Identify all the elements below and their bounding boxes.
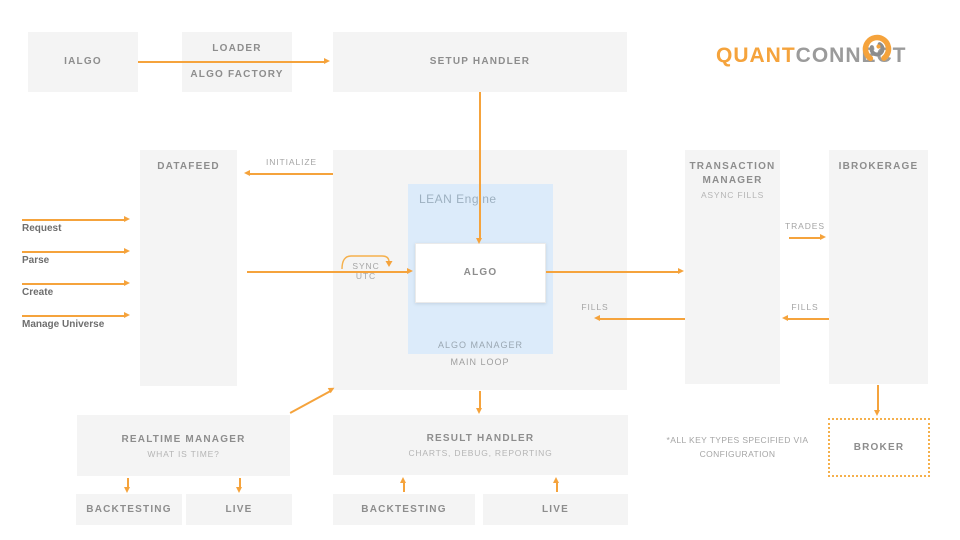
node-lean-engine-label: LEAN Engine <box>419 192 497 206</box>
arrow-parse-to-datafeed <box>22 248 130 254</box>
node-datafeed: DATAFEED <box>140 150 237 386</box>
quantconnect-swirl-icon <box>862 34 892 64</box>
node-datafeed-label: DATAFEED <box>157 161 220 172</box>
node-algo-label: ALGO <box>463 267 498 278</box>
arrow-realtime-to-live <box>236 478 242 493</box>
arrow-fills-to-main-loop <box>594 315 685 321</box>
logo-text-connect: CONNECT <box>795 44 907 67</box>
node-realtime-manager-sub: WHAT IS TIME? <box>147 448 220 459</box>
edge-label-sync-utc: SYNC UTC <box>352 261 380 281</box>
logo-text-quant: QUANT <box>716 44 796 67</box>
node-backtesting-realtime: BACKTESTING <box>76 494 182 525</box>
node-live-realtime: LIVE <box>186 494 292 525</box>
node-backtesting-result: BACKTESTING <box>333 494 475 525</box>
quantconnect-logo: QUANTCONNECT <box>716 44 907 68</box>
arrow-initialize-to-datafeed <box>244 170 333 176</box>
node-live-result: LIVE <box>483 494 628 525</box>
node-main-loop-label: MAIN LOOP <box>450 357 510 367</box>
footnote-line2: CONFIGURATION <box>699 449 776 459</box>
node-transaction-manager-sub: ASYNC FILLS <box>700 190 765 200</box>
arrow-trades-to-ibrokerage <box>789 234 826 240</box>
footnote: *ALL KEY TYPES SPECIFIED VIA CONFIGURATI… <box>655 433 820 461</box>
node-live-result-label: LIVE <box>541 503 570 515</box>
node-algo-factory-label: ALGO FACTORY <box>190 69 284 80</box>
arrow-setup-handler-to-algo <box>476 92 482 244</box>
edge-label-fills-left: FILLS <box>581 302 609 312</box>
node-transaction-manager-label1: TRANSACTION <box>689 161 776 172</box>
node-backtesting-result-label: BACKTESTING <box>361 503 447 515</box>
arrow-live-to-result-handler <box>553 477 559 492</box>
arrow-realtime-manager-to-main-loop <box>289 390 331 414</box>
arrow-ibrokerage-to-broker <box>874 385 880 416</box>
sync-utc-loop-arrow <box>341 255 393 270</box>
node-loader-label: LOADER <box>212 43 262 54</box>
node-setup-handler-label: SETUP HANDLER <box>429 56 531 67</box>
arrow-ialgo-to-setup-handler <box>138 58 330 64</box>
node-main-loop-container: LEAN Engine ALGO ALGO MANAGER MAIN LOOP <box>333 150 627 390</box>
footnote-line1: *ALL KEY TYPES SPECIFIED VIA <box>666 435 809 445</box>
edge-label-fills-right: FILLS <box>791 302 819 312</box>
node-algo: ALGO <box>415 243 546 303</box>
node-transaction-manager-label2: MANAGER <box>702 175 763 186</box>
node-ibrokerage: IBROKERAGE <box>829 150 928 384</box>
side-label-manage-universe: Manage Universe <box>22 319 105 330</box>
node-result-handler: RESULT HANDLER CHARTS, DEBUG, REPORTING <box>333 415 628 475</box>
node-broker-label: BROKER <box>853 441 905 453</box>
arrow-main-loop-to-result-handler <box>476 391 482 414</box>
arrow-algo-to-transaction-manager <box>546 268 684 274</box>
arrow-create-to-datafeed <box>22 280 130 286</box>
node-result-handler-label: RESULT HANDLER <box>426 433 535 444</box>
arrow-datafeed-to-algo <box>247 268 413 274</box>
arrow-request-to-datafeed <box>22 216 130 222</box>
side-label-request: Request <box>22 223 62 234</box>
node-backtesting-realtime-label: BACKTESTING <box>86 503 172 515</box>
edge-label-trades: TRADES <box>785 221 825 231</box>
side-label-create: Create <box>22 287 54 298</box>
node-realtime-manager-label: REALTIME MANAGER <box>121 433 246 445</box>
node-setup-handler: SETUP HANDLER <box>333 32 627 92</box>
node-algo-manager-label: ALGO MANAGER <box>437 340 523 350</box>
node-ibrokerage-label: IBROKERAGE <box>838 161 919 172</box>
side-label-parse: Parse <box>22 255 50 266</box>
node-broker: BROKER <box>828 418 930 477</box>
node-ialgo: IALGO <box>28 32 138 92</box>
arrow-fills-to-transaction-manager <box>782 315 829 321</box>
node-ialgo-label: IALGO <box>64 56 102 67</box>
node-live-realtime-label: LIVE <box>225 503 253 515</box>
edge-label-initialize: INITIALIZE <box>265 157 318 167</box>
node-realtime-manager: REALTIME MANAGER WHAT IS TIME? <box>77 415 290 476</box>
arrow-manage-universe-to-datafeed <box>22 312 130 318</box>
node-transaction-manager: TRANSACTION MANAGER ASYNC FILLS <box>685 150 780 384</box>
node-result-handler-sub: CHARTS, DEBUG, REPORTING <box>408 448 553 458</box>
arrow-realtime-to-backtesting <box>124 478 130 493</box>
arrow-backtesting-to-result-handler <box>400 477 406 492</box>
